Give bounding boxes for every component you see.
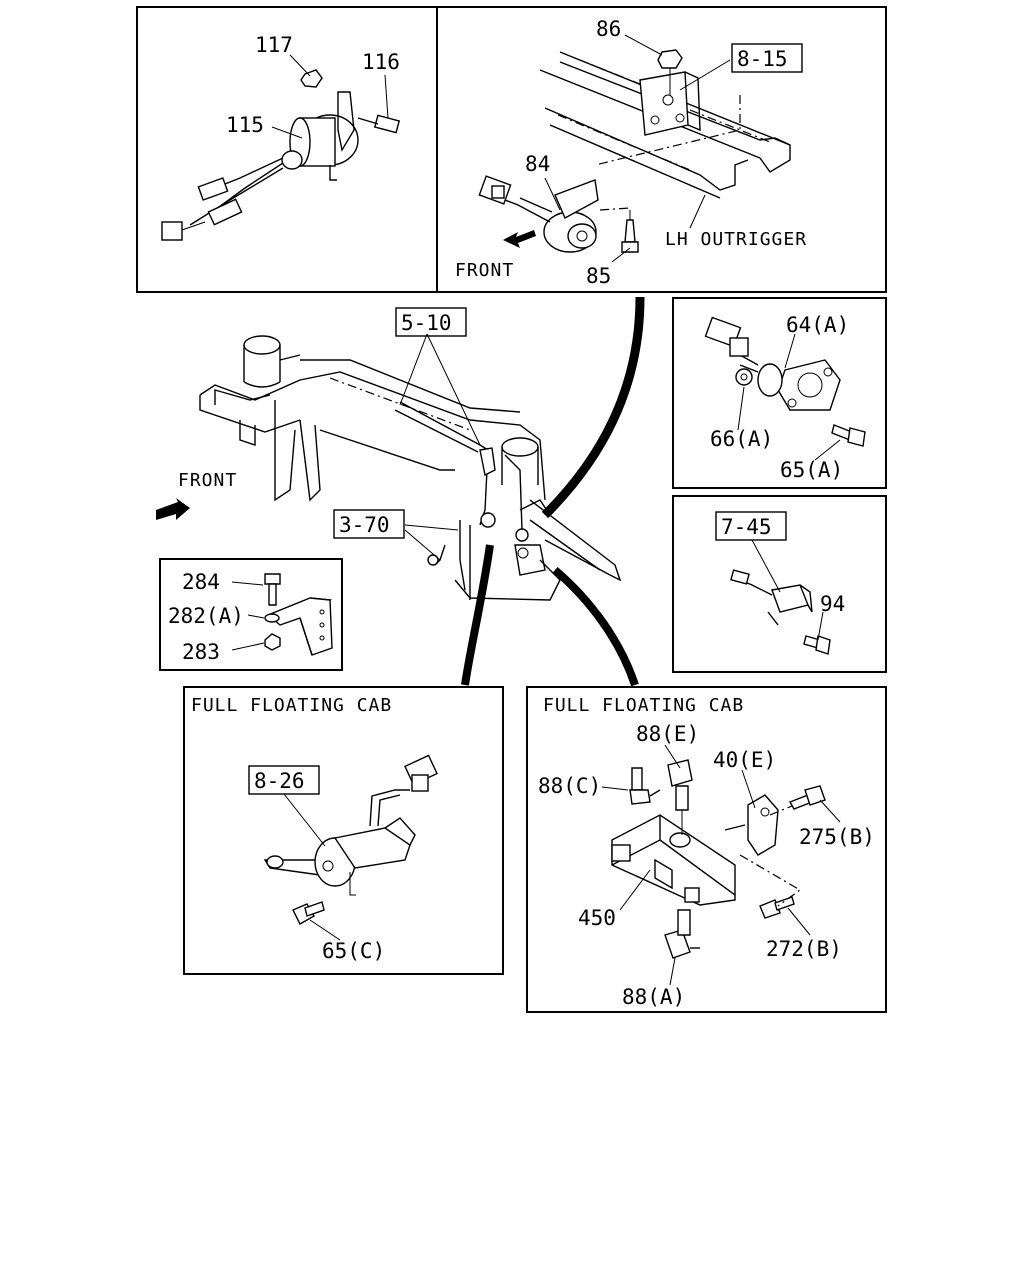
label-116: 116 — [362, 50, 400, 74]
title-full-floating-cab-right: FULL FLOATING CAB — [543, 695, 744, 716]
label-lh-outrigger: LH OUTRIGGER — [665, 229, 807, 250]
label-84: 84 — [525, 152, 550, 176]
panel-small-bracket: 284 282(A) 283 — [159, 558, 343, 671]
panel-right-upper: 64(A) 66(A) 65(A) — [672, 297, 887, 489]
label-64a: 64(A) — [786, 313, 849, 337]
panel-bottom-left: FULL FLOATING CAB 8-26 65(C) — [183, 686, 504, 975]
part-7-45-drawing — [730, 569, 831, 655]
label-66a: 66(A) — [710, 427, 773, 451]
label-8-26: 8-26 — [254, 769, 305, 793]
part-450-drawing — [611, 759, 826, 959]
label-88e: 88(E) — [636, 722, 699, 746]
ref-box-3-70 — [333, 509, 405, 539]
part-8-26-drawing — [263, 754, 438, 925]
panel-top-left: 117 116 115 — [136, 6, 438, 293]
panel-right-middle: 7-45 94 — [672, 495, 887, 673]
main-frame-drawing — [199, 335, 622, 601]
label-88c: 88(C) — [538, 774, 601, 798]
label-3-70: 3-70 — [339, 513, 390, 537]
part-115-drawing — [161, 69, 401, 241]
label-94: 94 — [820, 592, 845, 616]
label-8-15: 8-15 — [737, 47, 788, 71]
label-275b: 275(B) — [799, 825, 875, 849]
label-85: 85 — [586, 264, 611, 288]
label-115: 115 — [226, 113, 264, 137]
label-450: 450 — [578, 906, 616, 930]
ref-box-7-45 — [715, 511, 787, 541]
bracket-drawing — [264, 573, 333, 656]
label-front-top: FRONT — [455, 260, 514, 281]
leader-lines-top-left — [271, 54, 389, 139]
ref-box-5-10 — [395, 307, 467, 337]
leader-lines-small-bracket — [231, 581, 265, 651]
label-88a: 88(A) — [622, 985, 685, 1009]
leader-lines-right-upper — [737, 333, 841, 461]
front-arrow-icon — [156, 498, 190, 520]
leader-lines-top-right — [544, 34, 741, 263]
leader-lines-bottom-left — [283, 793, 341, 941]
leader-lines-main — [399, 333, 481, 561]
part-64a-drawing — [704, 316, 866, 447]
outrigger-rail-drawing — [539, 49, 791, 199]
label-283: 283 — [182, 640, 220, 664]
label-65a: 65(A) — [780, 458, 843, 482]
main-assembly: 5-10 FRONT 3-70 — [156, 296, 645, 687]
label-117: 117 — [255, 33, 293, 57]
front-arrow-icon — [503, 230, 536, 248]
label-272b: 272(B) — [766, 937, 842, 961]
ref-box-8-26 — [248, 765, 320, 795]
leader-lines-bottom-right — [601, 744, 841, 986]
label-7-45: 7-45 — [721, 515, 772, 539]
label-86: 86 — [596, 17, 621, 41]
label-40e: 40(E) — [713, 748, 776, 772]
part-84-drawing — [478, 175, 639, 253]
panel-top-right: 86 8-15 84 85 LH OUTRIGGER FRONT — [436, 6, 887, 293]
label-front-main: FRONT — [178, 470, 237, 491]
panel-bottom-right: FULL FLOATING CAB — [526, 686, 887, 1013]
leader-lines-right-middle — [751, 539, 824, 641]
ref-box-8-15 — [731, 43, 803, 73]
label-5-10: 5-10 — [401, 311, 452, 335]
label-282a: 282(A) — [168, 604, 244, 628]
label-65c: 65(C) — [322, 939, 385, 963]
label-284: 284 — [182, 570, 220, 594]
title-full-floating-cab-left: FULL FLOATING CAB — [191, 695, 392, 716]
